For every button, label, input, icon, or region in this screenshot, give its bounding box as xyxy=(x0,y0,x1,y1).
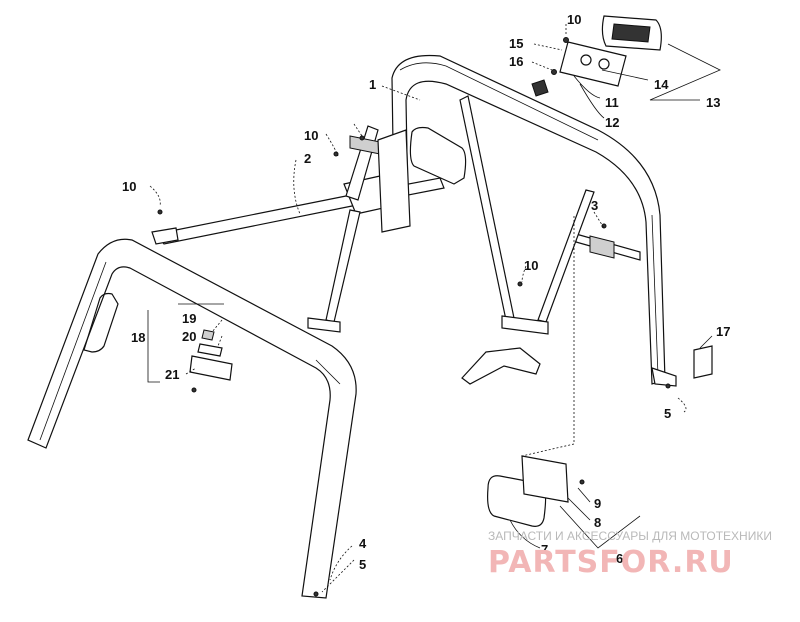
callout-3: 3 xyxy=(591,198,598,213)
callout-5-rear: 5 xyxy=(664,406,671,421)
callout-7: 7 xyxy=(541,542,548,557)
emblem-plates xyxy=(409,126,713,527)
callout-21: 21 xyxy=(165,367,179,382)
callout-10-brace: 10 xyxy=(304,128,318,143)
callout-10-left: 10 xyxy=(122,179,136,194)
callout-5-front: 5 xyxy=(359,557,366,572)
callout-10-light: 10 xyxy=(567,12,581,27)
front-roll-bar xyxy=(27,238,357,599)
rear-light-assembly xyxy=(531,15,662,97)
callout-12: 12 xyxy=(605,115,619,130)
switch-assembly xyxy=(189,329,233,381)
watermark-brand: PARTSFOR.RU xyxy=(488,545,734,580)
callout-17: 17 xyxy=(716,324,730,339)
callout-labels: 1 2 3 4 5 5 6 7 8 9 10 10 10 10 11 12 13… xyxy=(122,12,730,572)
callout-15: 15 xyxy=(509,36,523,51)
cross-brace xyxy=(151,125,445,333)
callout-6: 6 xyxy=(616,551,623,566)
callout-4: 4 xyxy=(359,536,367,551)
callout-1: 1 xyxy=(369,77,376,92)
callout-14: 14 xyxy=(654,77,669,92)
rear-roll-bar xyxy=(391,54,677,387)
callout-18: 18 xyxy=(131,330,145,345)
leader-lines xyxy=(147,24,721,593)
callout-2: 2 xyxy=(304,151,311,166)
callout-13: 13 xyxy=(706,95,720,110)
callout-16: 16 xyxy=(509,54,523,69)
watermark: ЗАПЧАСТИ И АКСЕССУАРЫ ДЛЯ МОТОТЕХНИКИ PA… xyxy=(488,529,772,580)
callout-20: 20 xyxy=(182,329,196,344)
callout-11: 11 xyxy=(605,95,619,110)
fasteners xyxy=(157,135,671,597)
watermark-tagline: ЗАПЧАСТИ И АКСЕССУАРЫ ДЛЯ МОТОТЕХНИКИ xyxy=(488,529,772,543)
callout-8: 8 xyxy=(594,515,601,530)
callout-19: 19 xyxy=(182,311,196,326)
callout-10-rear: 10 xyxy=(524,258,538,273)
callout-9: 9 xyxy=(594,496,601,511)
